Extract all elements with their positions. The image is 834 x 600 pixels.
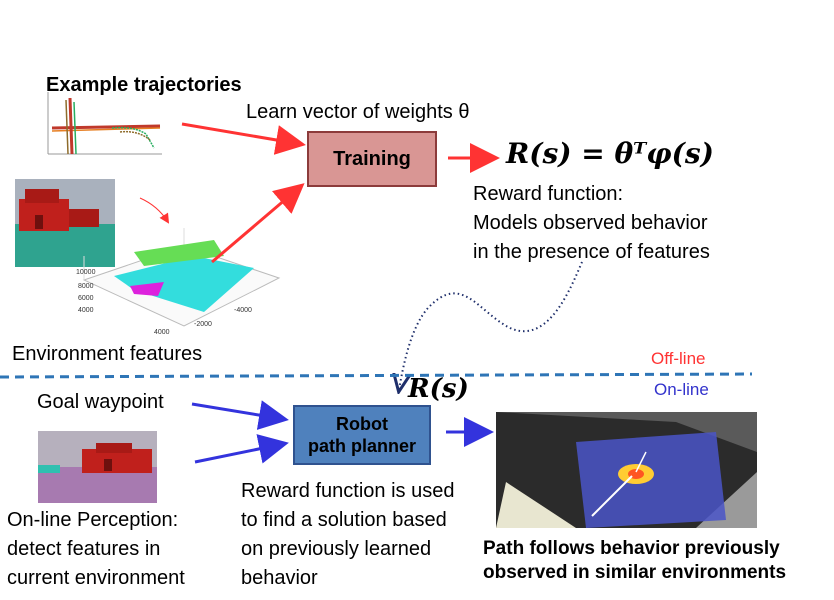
svg-text:-4000: -4000: [234, 307, 252, 314]
perception-line: detect features in: [7, 538, 161, 560]
learn-weights-label: Learn vector of weights θ: [246, 101, 470, 123]
reward-desc-line: Models observed behavior: [473, 212, 708, 234]
arrow-features-to-training: [211, 183, 305, 264]
divider-line: [0, 372, 753, 379]
curved-arrow-scene: [139, 197, 170, 224]
example-trajectories-label: Example trajectories: [46, 74, 242, 96]
arrow-trajectories-to-training: [181, 122, 306, 155]
trajectories-plot-image: [42, 88, 164, 160]
path-follows-line: observed in similar environments: [483, 562, 787, 583]
reward-used-line: to find a solution based: [241, 509, 447, 531]
svg-text:4000: 4000: [78, 307, 94, 314]
svg-text:8000: 8000: [78, 283, 94, 290]
perception-line: current environment: [7, 567, 185, 589]
reward-used-line: on previously learned: [241, 538, 432, 560]
path-follows-line: Path follows behavior previously: [483, 538, 780, 559]
path-follows-text: Path follows behavior previously observe…: [483, 537, 786, 585]
offline-label: Off-line: [651, 349, 706, 368]
reward-used-line: behavior: [241, 567, 318, 589]
reward-desc-line: Reward function:: [473, 183, 624, 205]
arrow-perception-to-planner: [194, 434, 289, 464]
arrow-goal-to-planner: [191, 400, 289, 430]
svg-text:4000: 4000: [154, 329, 170, 336]
online-perception-image: [38, 431, 157, 503]
reward-used-line: Reward function is used: [241, 480, 455, 502]
feature-pointcloud-image: 10000 8000 6000 4000 4000 -2000 -4000: [76, 228, 281, 336]
dotted-arrow-reward-to-planner: [399, 261, 583, 390]
reward-formula: R(s) = θᵀφ(s): [506, 137, 714, 170]
r-of-s-label: R(s): [408, 374, 469, 404]
reward-desc-line: in the presence of features: [473, 241, 710, 263]
svg-text:10000: 10000: [76, 269, 96, 276]
planner-line: path planner: [307, 436, 416, 456]
path-result-image: [496, 412, 757, 528]
environment-scene-image: [15, 179, 115, 267]
reward-description: Reward function: Models observed behavio…: [473, 180, 710, 267]
online-label: On-line: [654, 380, 709, 399]
reward-used-text: Reward function is used to find a soluti…: [241, 477, 454, 593]
svg-text:6000: 6000: [78, 295, 94, 302]
training-box: Training: [307, 131, 437, 187]
training-label: Training: [333, 147, 411, 170]
path-planner-box: Robot path planner: [293, 405, 431, 465]
perception-text: On-line Perception: detect features in c…: [7, 506, 185, 593]
planner-line: Robot: [336, 414, 388, 434]
goal-waypoint-label: Goal waypoint: [37, 391, 164, 413]
environment-features-label: Environment features: [12, 343, 203, 365]
svg-text:-2000: -2000: [194, 321, 212, 328]
perception-line: On-line Perception:: [7, 509, 179, 531]
